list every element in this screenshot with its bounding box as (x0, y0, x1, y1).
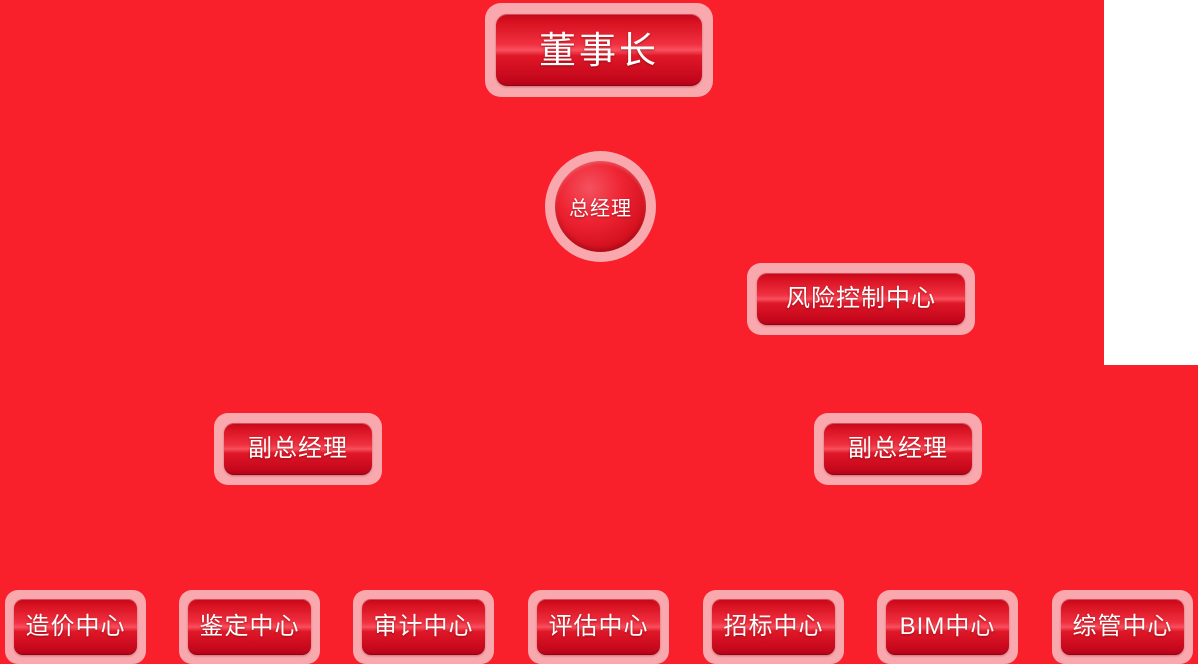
node-center-bidding[interactable]: 招标中心 (703, 590, 844, 664)
node-chairman-body: 董事长 (496, 14, 702, 86)
node-deputy-manager-right-body: 副总经理 (824, 423, 972, 475)
node-center-audit-body: 审计中心 (362, 599, 485, 655)
node-chairman[interactable]: 董事长 (485, 3, 713, 97)
node-center-bidding-body: 招标中心 (712, 599, 835, 655)
node-general-manager[interactable]: 总经理 (545, 151, 656, 262)
node-center-bim-body: BIM中心 (886, 599, 1009, 655)
node-center-evaluation[interactable]: 评估中心 (528, 590, 669, 664)
node-center-audit[interactable]: 审计中心 (353, 590, 494, 664)
node-risk-control-center-body: 风险控制中心 (757, 273, 965, 325)
node-risk-control-center[interactable]: 风险控制中心 (747, 263, 975, 335)
node-center-cost-body: 造价中心 (14, 599, 137, 655)
node-center-general-admin-label: 综管中心 (1072, 613, 1173, 640)
node-center-evaluation-label: 评估中心 (548, 613, 649, 640)
node-center-appraisal[interactable]: 鉴定中心 (179, 590, 320, 664)
node-general-manager-body: 总经理 (555, 161, 646, 252)
node-center-appraisal-body: 鉴定中心 (188, 599, 311, 655)
node-center-cost[interactable]: 造价中心 (5, 590, 146, 664)
node-center-general-admin[interactable]: 综管中心 (1052, 590, 1193, 664)
node-chairman-label: 董事长 (539, 29, 659, 71)
node-general-manager-label: 总经理 (569, 198, 632, 220)
white-panel (1104, 0, 1198, 365)
node-center-bim[interactable]: BIM中心 (877, 590, 1018, 664)
node-center-bidding-label: 招标中心 (723, 613, 824, 640)
node-deputy-manager-left-body: 副总经理 (224, 423, 372, 475)
node-deputy-manager-left[interactable]: 副总经理 (214, 413, 382, 485)
node-deputy-manager-left-label: 副总经理 (248, 435, 348, 462)
node-center-evaluation-body: 评估中心 (537, 599, 660, 655)
node-risk-control-center-label: 风险控制中心 (786, 285, 936, 312)
node-center-appraisal-label: 鉴定中心 (199, 613, 300, 640)
node-center-general-admin-body: 综管中心 (1061, 599, 1184, 655)
node-center-audit-label: 审计中心 (373, 613, 474, 640)
node-deputy-manager-right[interactable]: 副总经理 (814, 413, 982, 485)
node-center-cost-label: 造价中心 (25, 613, 126, 640)
node-center-bim-label: BIM中心 (899, 613, 996, 640)
node-deputy-manager-right-label: 副总经理 (848, 435, 948, 462)
